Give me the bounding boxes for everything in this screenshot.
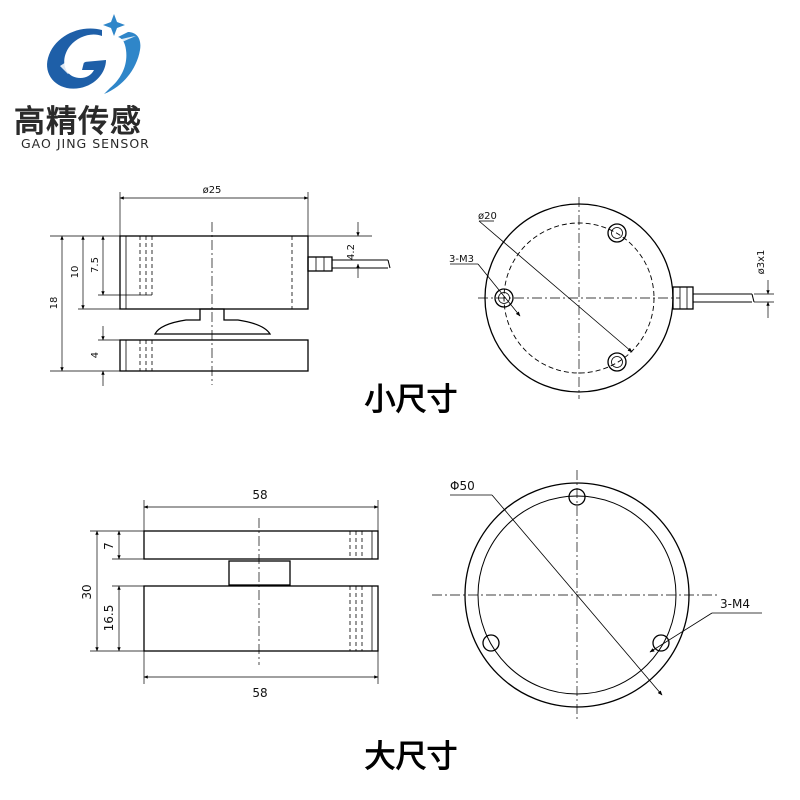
small-dim-height-total: 18 bbox=[49, 297, 60, 310]
large-side-view bbox=[90, 500, 379, 684]
large-dim-lower-height: 16.5 bbox=[102, 605, 116, 632]
large-hole-top bbox=[568, 488, 586, 506]
brand-name-cn: 高精传感 bbox=[14, 104, 142, 140]
large-section-title: 大尺寸 bbox=[365, 739, 458, 775]
large-lower-body bbox=[143, 585, 379, 652]
small-thread-label: 3-M3 bbox=[449, 254, 474, 265]
small-dim-diameter-circle: ø20 bbox=[478, 211, 497, 222]
large-dim-height-total: 30 bbox=[80, 584, 94, 599]
small-top-view bbox=[450, 197, 774, 399]
small-upper-body bbox=[119, 235, 309, 310]
large-dim-width-top: 58 bbox=[252, 488, 267, 502]
small-top-cable-gland bbox=[672, 286, 694, 310]
small-dim-upper-inner: 7.5 bbox=[90, 257, 101, 273]
small-dim-cable-diameter: ø3x1 bbox=[756, 250, 767, 275]
small-hole-top bbox=[607, 223, 627, 243]
small-dim-cable-offset: 4.2 bbox=[346, 244, 357, 260]
large-dim-width-bottom: 58 bbox=[252, 686, 267, 700]
small-base bbox=[119, 339, 309, 372]
gj-swoosh-logo-icon bbox=[47, 14, 141, 94]
small-cable-gland bbox=[307, 256, 333, 272]
large-dim-diameter-circle: Φ50 bbox=[450, 479, 475, 493]
small-side-view bbox=[50, 192, 391, 386]
small-hole-left bbox=[494, 288, 514, 308]
logo-swoosh bbox=[60, 36, 136, 74]
small-dim-base-height: 4 bbox=[90, 352, 101, 358]
large-stud bbox=[228, 560, 291, 586]
small-section-title: 小尺寸 bbox=[365, 382, 458, 418]
logo-j-shape bbox=[104, 32, 141, 94]
brand-name-en: GAO JING SENSOR bbox=[21, 136, 150, 151]
large-dim-upper-height: 7 bbox=[102, 542, 116, 550]
large-hole-right bbox=[652, 634, 670, 652]
small-dim-diameter-side: ø25 bbox=[203, 185, 222, 196]
logo-g-shape bbox=[47, 28, 106, 89]
small-hole-bottom bbox=[607, 352, 627, 372]
large-upper-body bbox=[143, 530, 379, 560]
large-thread-label: 3-M4 bbox=[720, 597, 750, 611]
small-stud bbox=[153, 308, 272, 335]
large-hole-left bbox=[482, 634, 500, 652]
logo-star-icon bbox=[103, 14, 125, 36]
small-dim-upper-height: 10 bbox=[70, 266, 81, 279]
large-top-view bbox=[432, 470, 762, 720]
